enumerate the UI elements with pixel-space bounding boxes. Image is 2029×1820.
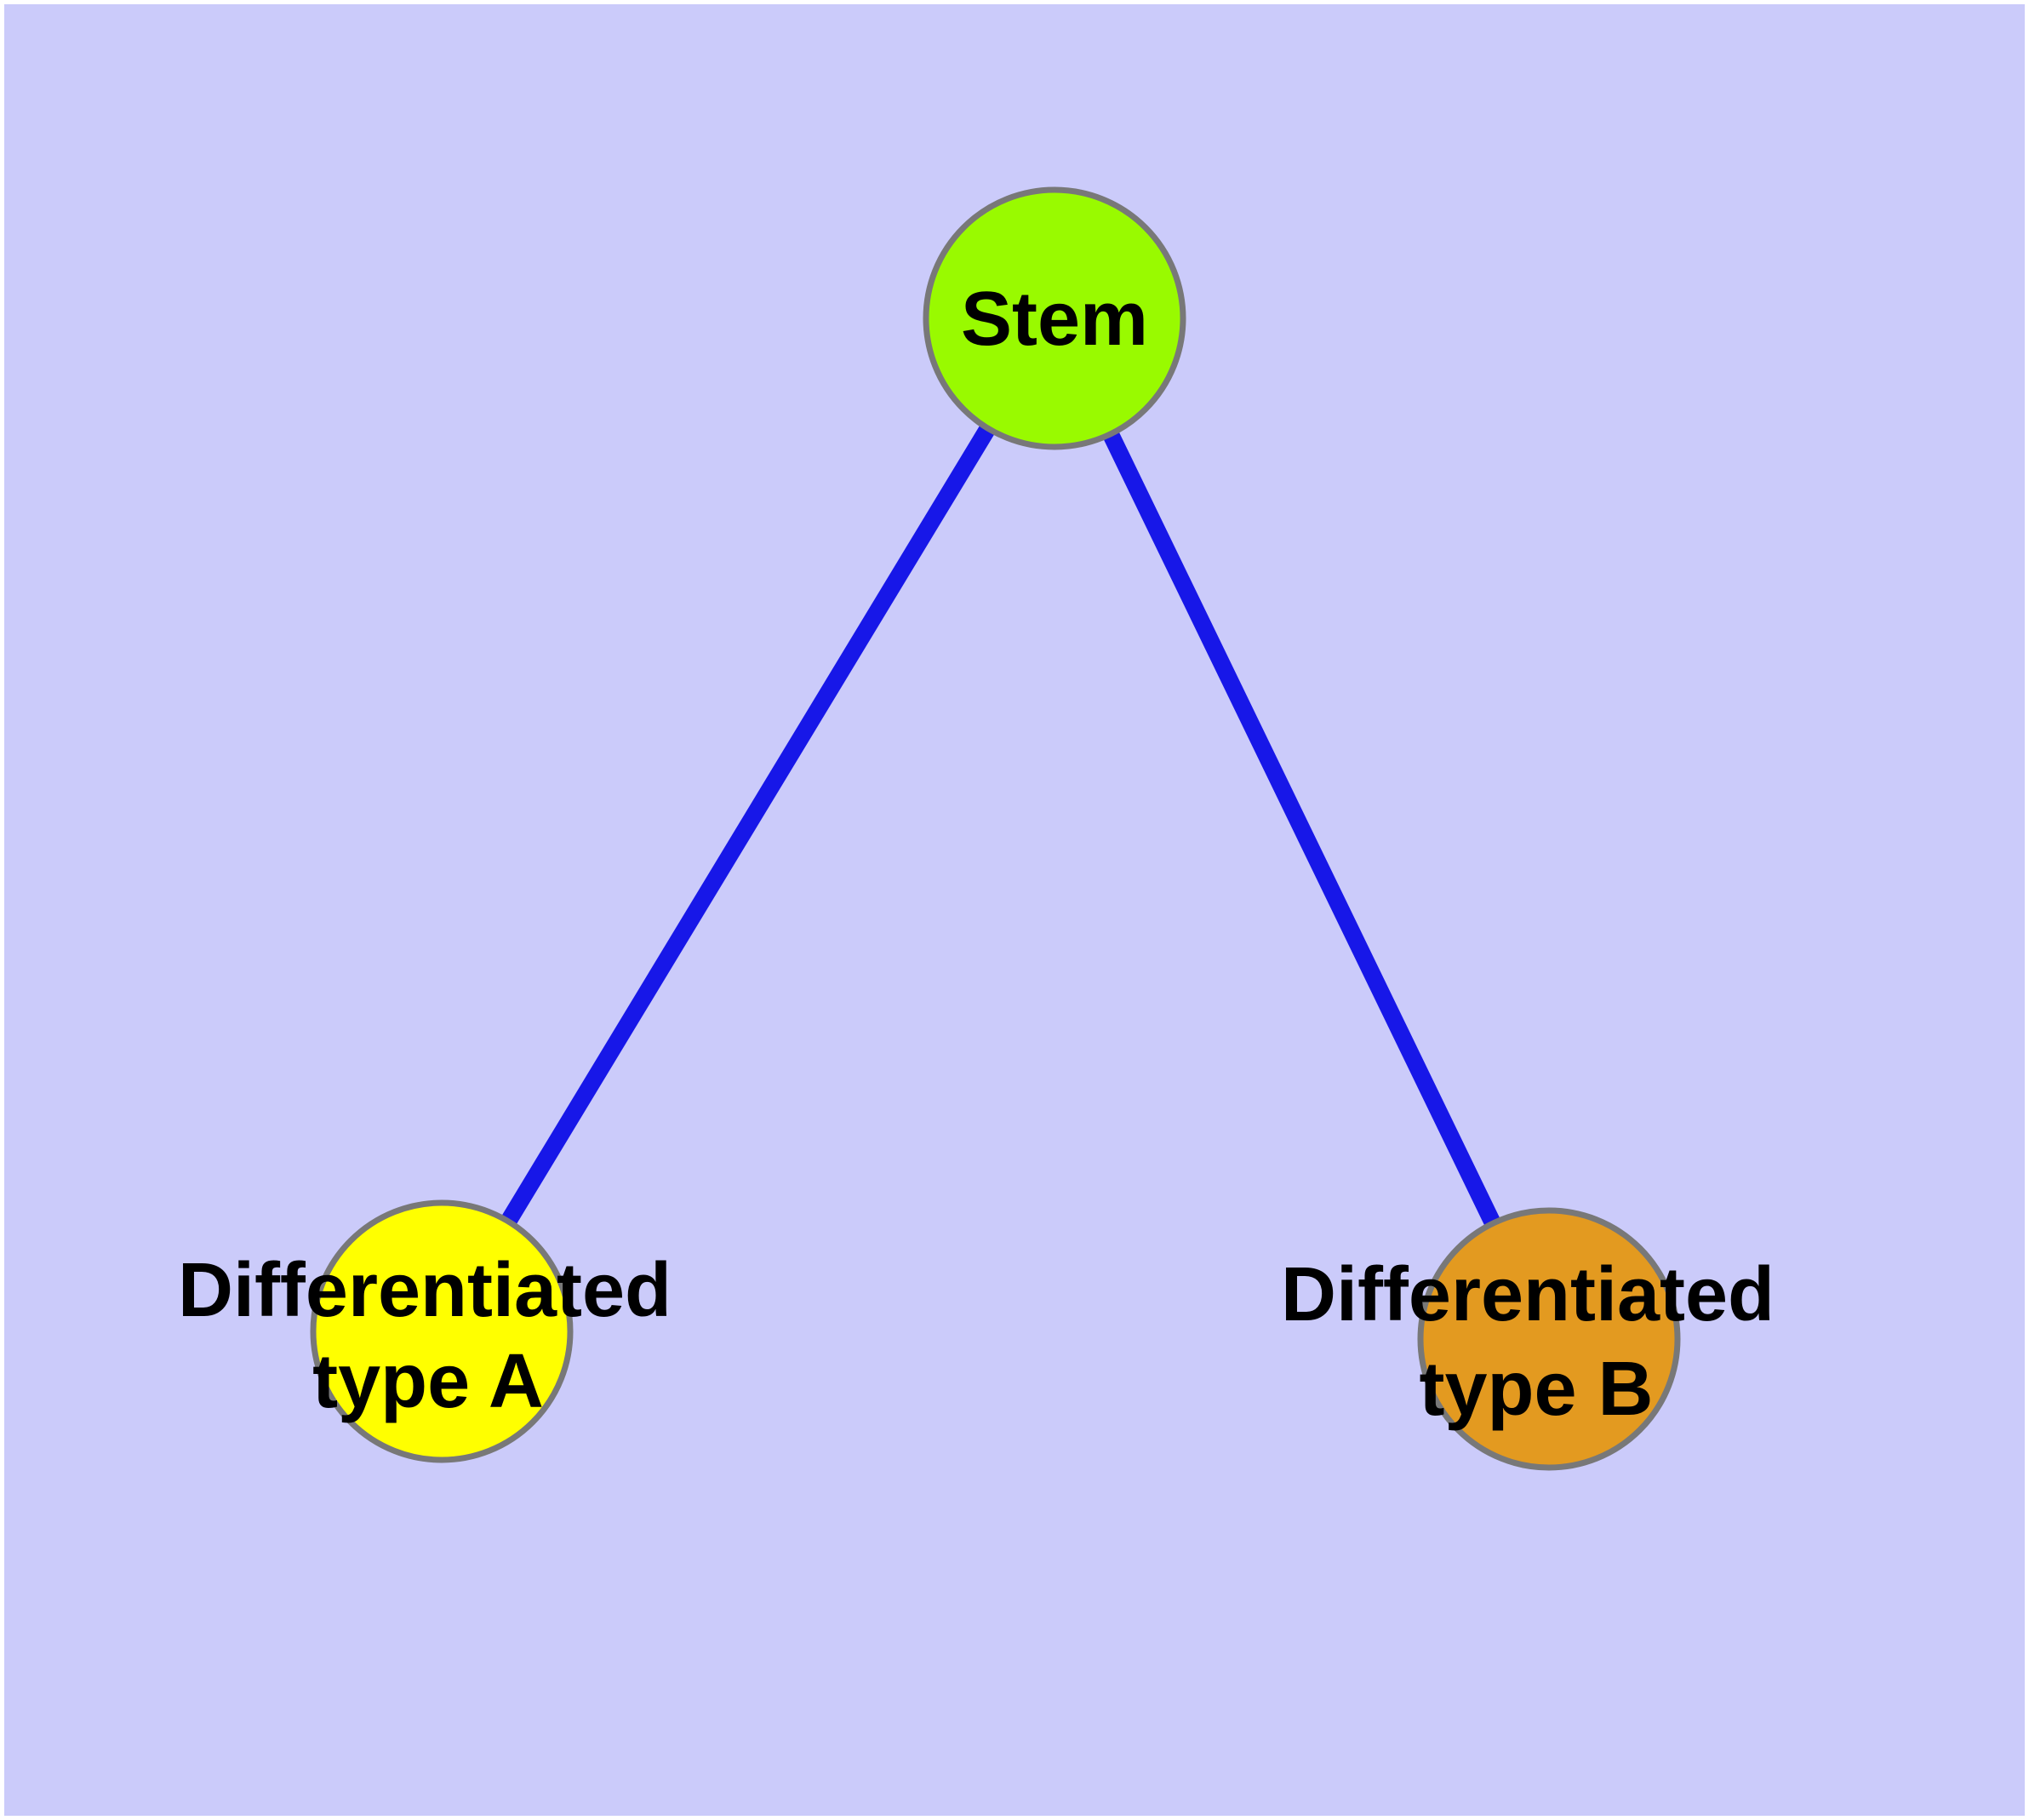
edge-stem-to-differentiated-type-a bbox=[434, 313, 1062, 1336]
node-differentiated-type-a-circle bbox=[310, 1199, 574, 1463]
node-differentiated-type-a: Differentiated type A bbox=[178, 1199, 672, 1463]
node-differentiated-type-b-circle bbox=[1417, 1207, 1681, 1471]
node-differentiated-type-b: Differentiated type B bbox=[1281, 1207, 1775, 1471]
node-differentiated-type-b-label-line1: Differentiated bbox=[1281, 1252, 1775, 1337]
node-differentiated-type-a-label-line1: Differentiated bbox=[178, 1248, 672, 1333]
edge-stem-to-differentiated-type-b bbox=[1047, 314, 1557, 1343]
node-differentiated-type-b-label-line2: type B bbox=[1419, 1347, 1653, 1432]
node-stem-label: Stem bbox=[961, 277, 1148, 362]
node-stem-circle bbox=[923, 186, 1186, 450]
node-differentiated-type-a-label-line2: type A bbox=[312, 1339, 544, 1424]
node-stem: Stem bbox=[923, 186, 1186, 450]
